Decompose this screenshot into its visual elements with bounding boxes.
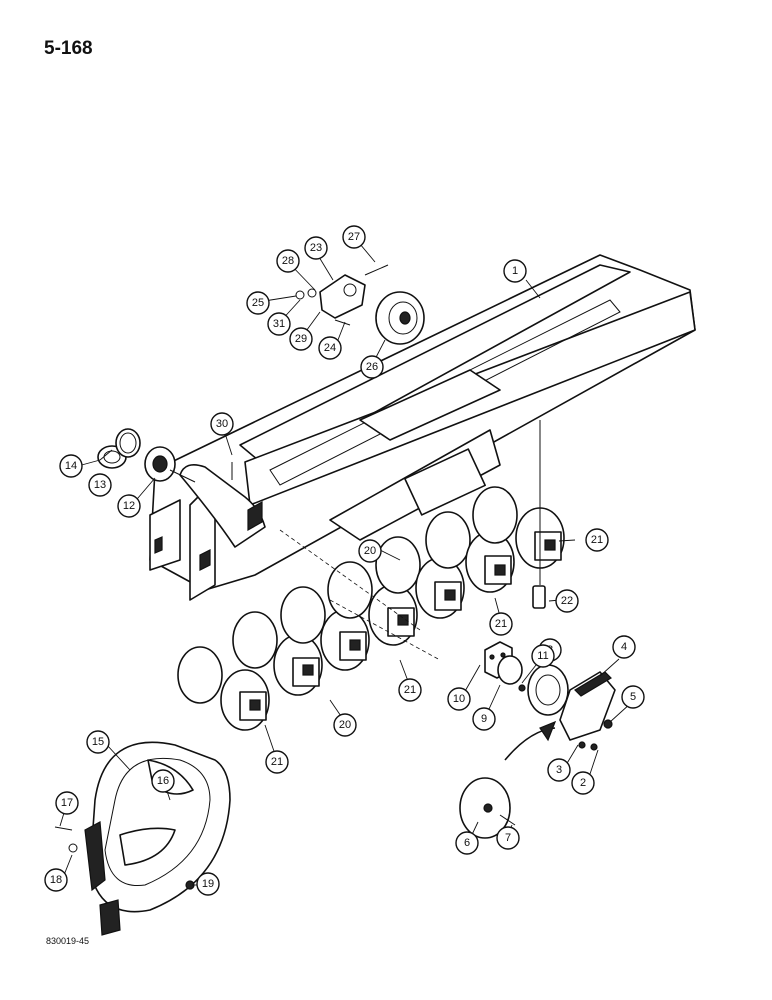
- svg-text:19: 19: [202, 878, 214, 890]
- callout-6: 6: [455, 831, 479, 855]
- callout-29: 29: [289, 327, 313, 351]
- callout-22: 22: [555, 589, 579, 613]
- callout-3: 3: [547, 758, 571, 782]
- figure-id: 830019-45: [46, 936, 90, 946]
- callout-21: 21: [489, 612, 513, 636]
- callout-16: 16: [151, 769, 175, 793]
- callout-21: 21: [585, 528, 609, 552]
- svg-text:13: 13: [94, 479, 106, 491]
- svg-text:29: 29: [295, 333, 307, 345]
- callout-20: 20: [333, 713, 357, 737]
- svg-text:15: 15: [92, 736, 104, 748]
- svg-text:18: 18: [50, 874, 62, 886]
- svg-text:6: 6: [464, 837, 470, 849]
- svg-text:21: 21: [404, 684, 416, 696]
- svg-text:24: 24: [324, 342, 336, 354]
- callout-4: 4: [612, 635, 636, 659]
- svg-text:21: 21: [591, 534, 603, 546]
- svg-text:21: 21: [271, 756, 283, 768]
- svg-text:22: 22: [561, 595, 573, 607]
- svg-text:1: 1: [512, 265, 518, 277]
- svg-text:17: 17: [61, 797, 73, 809]
- callout-26: 26: [360, 355, 384, 379]
- callout-12: 12: [117, 494, 141, 518]
- svg-text:9: 9: [481, 713, 487, 725]
- svg-text:4: 4: [621, 641, 627, 653]
- callout-24: 24: [318, 336, 342, 360]
- svg-text:21: 21: [495, 618, 507, 630]
- svg-text:7: 7: [505, 832, 511, 844]
- svg-text:16: 16: [157, 775, 169, 787]
- callout-18: 18: [44, 868, 68, 892]
- callout-23: 23: [304, 236, 328, 260]
- callout-1: 1: [503, 259, 527, 283]
- svg-text:26: 26: [366, 361, 378, 373]
- svg-text:14: 14: [65, 460, 77, 472]
- callout-31: 31: [267, 312, 291, 336]
- svg-text:2: 2: [580, 777, 586, 789]
- callout-5: 5: [621, 685, 645, 709]
- svg-text:27: 27: [348, 231, 360, 243]
- callout-25: 25: [246, 291, 270, 315]
- track-rollers: [177, 420, 565, 731]
- svg-text:20: 20: [339, 719, 351, 731]
- callout-19: 19: [196, 872, 220, 896]
- drive-parts: [459, 641, 616, 839]
- callout-15: 15: [86, 730, 110, 754]
- callout-7: 7: [496, 826, 520, 850]
- track-frame: [149, 254, 696, 601]
- callout-30: 30: [210, 412, 234, 436]
- sprocket: [54, 741, 231, 936]
- svg-text:5: 5: [630, 691, 636, 703]
- callout-2: 2: [571, 771, 595, 795]
- callout-10: 10: [447, 687, 471, 711]
- idler-bearing-parts: [97, 428, 233, 483]
- callout-14: 14: [59, 454, 83, 478]
- callout-28: 28: [276, 249, 300, 273]
- callout-27: 27: [342, 225, 366, 249]
- callout-20: 20: [358, 539, 382, 563]
- svg-text:10: 10: [453, 693, 465, 705]
- svg-text:11: 11: [537, 650, 548, 662]
- callout-17: 17: [55, 791, 79, 815]
- callout-13: 13: [88, 473, 112, 497]
- page-number: 5-168: [44, 38, 93, 59]
- svg-text:30: 30: [216, 418, 228, 430]
- callout-21: 21: [398, 678, 422, 702]
- svg-text:31: 31: [273, 318, 285, 330]
- svg-text:25: 25: [252, 297, 264, 309]
- svg-text:28: 28: [282, 255, 294, 267]
- callout-21: 21: [265, 750, 289, 774]
- carrier-roller-assembly: [295, 264, 425, 345]
- svg-text:12: 12: [123, 500, 135, 512]
- callout-11: 11: [531, 644, 555, 668]
- svg-text:3: 3: [556, 764, 562, 776]
- callout-9: 9: [472, 707, 496, 731]
- svg-text:20: 20: [364, 545, 376, 557]
- svg-text:23: 23: [310, 242, 322, 254]
